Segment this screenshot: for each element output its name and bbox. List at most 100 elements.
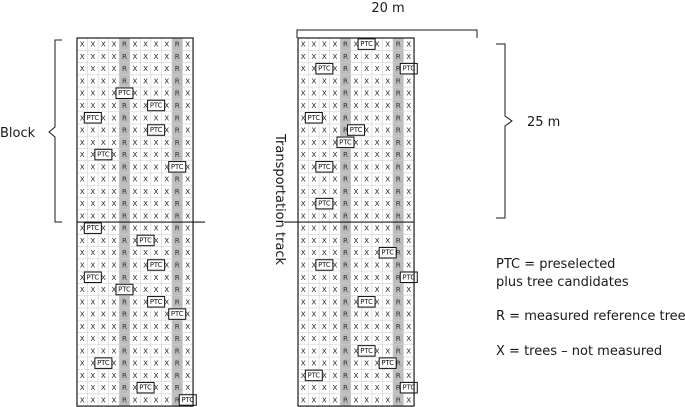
tree-mark: X	[111, 52, 116, 61]
tree-mark: X	[301, 113, 306, 122]
tree-mark: X	[111, 40, 116, 49]
tree-mark: X	[185, 138, 190, 147]
tree-mark: X	[301, 150, 306, 159]
reference-tree: R	[122, 150, 127, 159]
ptc-label: PTC	[402, 273, 415, 281]
reference-tree: R	[343, 89, 348, 98]
tree-mark: X	[385, 52, 390, 61]
tree-mark: X	[133, 371, 138, 380]
reference-tree: R	[343, 285, 348, 294]
reference-tree: R	[175, 273, 180, 282]
tree-mark: X	[354, 40, 359, 49]
tree-mark: X	[385, 236, 390, 245]
tree-mark: X	[332, 273, 337, 282]
tree-mark: X	[143, 52, 148, 61]
ptc-box	[378, 246, 397, 259]
tree-mark: X	[111, 175, 116, 184]
tree-mark: X	[111, 322, 116, 331]
tree-mark: X	[143, 150, 148, 159]
tree-mark: X	[133, 113, 138, 122]
tree-mark: X	[185, 383, 190, 392]
tree-mark: X	[311, 187, 316, 196]
tree-mark: X	[101, 322, 106, 331]
tree-mark: X	[354, 395, 359, 404]
tree-mark: X	[164, 322, 169, 331]
tree-mark: X	[154, 322, 159, 331]
reference-tree: R	[396, 322, 401, 331]
tree-mark: X	[301, 334, 306, 343]
ptc-box	[178, 394, 197, 406]
tree-mark: X	[185, 236, 190, 245]
legend-reference-line: R = measured reference trees	[496, 309, 685, 324]
tree-mark: X	[154, 273, 159, 282]
tree-mark: X	[185, 371, 190, 380]
tree-mark: X	[364, 383, 369, 392]
tree-mark: X	[185, 175, 190, 184]
tree-mark: X	[406, 248, 411, 257]
tree-mark: X	[301, 371, 306, 380]
ptc-label: PTC	[87, 114, 100, 122]
tree-mark: X	[154, 199, 159, 208]
tree-mark: X	[111, 64, 116, 73]
ptc-label: PTC	[318, 65, 331, 73]
tree-mark: X	[185, 273, 190, 282]
tree-mark: X	[164, 40, 169, 49]
ptc-box	[94, 357, 113, 369]
tree-mark: X	[301, 248, 306, 257]
tree-mark: X	[406, 346, 411, 355]
tree-mark: X	[322, 150, 327, 159]
tree-mark: X	[143, 248, 148, 257]
ptc-box	[168, 161, 187, 173]
tree-mark: X	[322, 322, 327, 331]
tree-mark: X	[143, 89, 148, 98]
tree-mark: X	[385, 175, 390, 184]
tree-mark: X	[164, 150, 169, 159]
tree-mark: X	[101, 199, 106, 208]
tree-mark: X	[80, 310, 85, 319]
ptc-label: PTC	[150, 126, 163, 134]
tree-mark: X	[311, 310, 316, 319]
tree-mark: X	[101, 187, 106, 196]
reference-tree: R	[396, 187, 401, 196]
tree-mark: X	[354, 310, 359, 319]
tree-mark: X	[154, 175, 159, 184]
tree-mark: X	[101, 126, 106, 135]
reference-tree: R	[175, 187, 180, 196]
tree-mark: X	[164, 236, 169, 245]
tree-mark: X	[354, 322, 359, 331]
tree-mark: X	[185, 40, 190, 49]
tree-mark: X	[185, 260, 190, 269]
tree-mark: X	[143, 224, 148, 233]
tree-mark: X	[311, 236, 316, 245]
tree-mark: X	[311, 52, 316, 61]
reference-tree: R	[175, 138, 180, 147]
reference-tree: R	[396, 334, 401, 343]
tree-mark: X	[375, 64, 380, 73]
tree-mark: X	[311, 64, 316, 73]
tree-mark: X	[406, 236, 411, 245]
reference-tree: R	[343, 52, 348, 61]
tree-mark: X	[375, 162, 380, 171]
tree-mark: X	[332, 89, 337, 98]
tree-mark: X	[90, 297, 95, 306]
tree-mark: X	[80, 89, 85, 98]
tree-mark: X	[364, 52, 369, 61]
reference-tree: R	[343, 187, 348, 196]
tree-mark: X	[354, 334, 359, 343]
tree-mark: X	[406, 211, 411, 220]
tree-mark: X	[80, 162, 85, 171]
transportation-track-label: Transportation track	[272, 133, 287, 266]
height-bracket	[496, 43, 513, 219]
tree-mark: X	[185, 285, 190, 294]
tree-mark: X	[90, 236, 95, 245]
reference-tree: R	[343, 150, 348, 159]
tree-mark: X	[164, 334, 169, 343]
tree-mark: X	[90, 138, 95, 147]
tree-mark: X	[354, 285, 359, 294]
tree-mark: X	[164, 126, 169, 135]
ptc-box	[399, 381, 418, 394]
tree-mark: X	[375, 359, 380, 368]
tree-mark: X	[332, 162, 337, 171]
tree-mark: X	[80, 371, 85, 380]
tree-mark: X	[133, 310, 138, 319]
